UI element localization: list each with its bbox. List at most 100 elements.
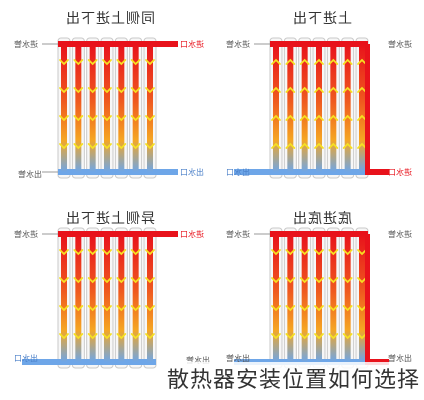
panel-bottom-out: 上进下出 进水管 进水管 出水口 进水口 bbox=[212, 0, 424, 200]
radiator-tube bbox=[344, 44, 351, 172]
flow-arrow-icon bbox=[87, 249, 98, 256]
flow-arrow-icon bbox=[59, 143, 69, 150]
flow-arrow-icon bbox=[116, 249, 127, 256]
left-top-label: 进水管 bbox=[14, 40, 38, 49]
flow-arrow-icon bbox=[314, 86, 324, 93]
flow-arrow-icon bbox=[299, 333, 310, 340]
flow-arrow-icon bbox=[342, 58, 353, 65]
flow-arrow-icon bbox=[59, 249, 69, 256]
left-top-label: 进水管 bbox=[226, 230, 250, 239]
flow-arrow-icon bbox=[102, 87, 112, 94]
flow-arrow-icon bbox=[285, 277, 296, 284]
flow-arrow-icon bbox=[314, 249, 324, 256]
flow-arrow-icon bbox=[328, 277, 339, 284]
flow-arrow-icon bbox=[145, 305, 155, 312]
flow-arrow-icon bbox=[87, 143, 98, 150]
flow-arrow-icon bbox=[328, 333, 339, 340]
flow-arrow-icon bbox=[102, 249, 112, 256]
flow-arrow-icon bbox=[328, 58, 339, 65]
flow-arrow-icon bbox=[145, 87, 155, 94]
flow-arrow-icon bbox=[342, 249, 353, 256]
inlet-label: 进水口 bbox=[388, 168, 412, 177]
flow-arrow-icon bbox=[130, 305, 141, 312]
flow-arrow-icon bbox=[130, 277, 141, 284]
flow-arrow-icon bbox=[314, 305, 324, 312]
left-top-label: 进水管 bbox=[14, 230, 38, 239]
flow-arrow-icon bbox=[299, 249, 310, 256]
flow-arrow-icon bbox=[285, 333, 296, 340]
panel-same-side: 同侧上进下出 进水管 出水管 进水口 出水口 bbox=[0, 0, 212, 200]
flow-arrow-icon bbox=[342, 86, 353, 93]
flow-arrow-icon bbox=[130, 115, 141, 122]
flow-arrow-icon bbox=[102, 277, 112, 284]
radiator-tube bbox=[273, 44, 279, 172]
flow-arrow-icon bbox=[299, 114, 310, 121]
flow-arrow-icon bbox=[59, 305, 69, 312]
flow-arrow-icon bbox=[87, 59, 98, 66]
flow-arrow-icon bbox=[116, 305, 127, 312]
flow-arrow-icon bbox=[285, 58, 296, 65]
right-top-label: 进水管 bbox=[388, 230, 412, 239]
flow-arrow-icon bbox=[314, 142, 324, 149]
flow-arrow-icon bbox=[271, 86, 281, 93]
flow-arrow-icon bbox=[116, 115, 127, 122]
radiator-tube bbox=[104, 234, 110, 362]
inlet-pipe bbox=[156, 231, 178, 237]
flow-arrow-icon bbox=[299, 305, 310, 312]
flow-arrow-icon bbox=[116, 59, 127, 66]
flow-arrow-icon bbox=[357, 142, 367, 149]
flow-arrow-icon bbox=[357, 305, 367, 312]
radiator-tube bbox=[61, 44, 67, 172]
flow-arrow-icon bbox=[342, 333, 353, 340]
flow-arrow-icon bbox=[59, 277, 69, 284]
flow-arrow-icon bbox=[130, 249, 141, 256]
panel-title: 同侧上进下出 bbox=[65, 11, 155, 27]
flow-arrow-icon bbox=[73, 115, 84, 122]
radiator-tube bbox=[89, 44, 96, 172]
flow-arrow-icon bbox=[285, 86, 296, 93]
flow-arrow-icon bbox=[271, 249, 281, 256]
flow-arrow-icon bbox=[87, 333, 98, 340]
flow-arrow-icon bbox=[87, 277, 98, 284]
flow-arrow-icon bbox=[145, 115, 155, 122]
flow-arrow-icon bbox=[328, 142, 339, 149]
outlet-label: 出水口 bbox=[180, 168, 204, 177]
flow-arrow-icon bbox=[314, 114, 324, 121]
flow-arrow-icon bbox=[87, 305, 98, 312]
radiator-tube bbox=[287, 234, 294, 362]
flow-arrow-icon bbox=[116, 143, 127, 150]
panel-title: 异侧上进下出 bbox=[65, 211, 155, 227]
radiator-tube bbox=[118, 234, 125, 362]
outlet-label: 出水口 bbox=[14, 354, 38, 363]
radiator-tube bbox=[344, 234, 351, 362]
flow-arrow-icon bbox=[130, 333, 141, 340]
radiator-tube bbox=[316, 44, 322, 172]
flow-arrow-icon bbox=[357, 333, 367, 340]
radiator-tube bbox=[316, 234, 322, 362]
radiator-tube bbox=[89, 234, 96, 362]
flow-arrow-icon bbox=[73, 87, 84, 94]
flow-arrow-icon bbox=[357, 86, 367, 93]
radiator-tube bbox=[287, 44, 294, 172]
radiator-tube bbox=[359, 234, 365, 362]
flow-arrow-icon bbox=[102, 59, 112, 66]
flow-arrow-icon bbox=[59, 115, 69, 122]
flow-arrow-icon bbox=[102, 115, 112, 122]
outlet-pipe bbox=[234, 169, 270, 175]
flow-arrow-icon bbox=[342, 277, 353, 284]
radiator-tube bbox=[132, 44, 139, 172]
flow-arrow-icon bbox=[145, 277, 155, 284]
inlet-pipe bbox=[156, 41, 178, 47]
flow-arrow-icon bbox=[145, 143, 155, 150]
flow-arrow-icon bbox=[299, 277, 310, 284]
inlet-label: 进水口 bbox=[180, 230, 204, 239]
radiator-tube bbox=[118, 44, 125, 172]
flow-arrow-icon bbox=[116, 333, 127, 340]
radiator-tube bbox=[75, 234, 82, 362]
flow-arrow-icon bbox=[102, 333, 112, 340]
flow-arrow-icon bbox=[130, 143, 141, 150]
outlet-pipe bbox=[156, 169, 178, 175]
flow-arrow-icon bbox=[285, 142, 296, 149]
panel-title: 底进底出 bbox=[292, 211, 352, 227]
